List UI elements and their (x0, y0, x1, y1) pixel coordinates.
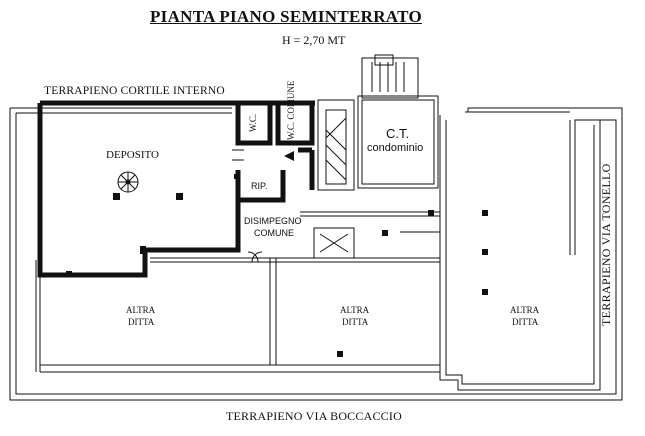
room-ct-line1: C.T. (386, 126, 410, 141)
height-note: H = 2,70 MT (282, 33, 346, 47)
wc-wall (235, 103, 273, 146)
ct-room-wall (357, 95, 439, 189)
room-altra-ditta-3-line1: ALTRA (510, 305, 540, 315)
room-altra-ditta-2-line1: ALTRA (340, 305, 370, 315)
rip-wall (235, 170, 286, 203)
room-altra-ditta-1-line1: ALTRA (126, 305, 156, 315)
room-altra-ditta-2-line2: DITTA (342, 317, 369, 327)
deposito-wall (37, 128, 241, 278)
boundary-east: TERRAPIENO VIA TONELLO (599, 163, 613, 327)
wc-comune-wall (275, 103, 315, 146)
altra-ditta-3-wall (439, 115, 601, 391)
outer-boundary (9, 107, 623, 401)
boundary-south: TERRAPIENO VIA BOCCACCIO (226, 409, 402, 423)
room-wc: W.C. (248, 113, 258, 133)
outer-boundary-inner (15, 113, 617, 395)
room-ct-line2: condominio (367, 142, 424, 154)
upper-stair (361, 57, 419, 99)
arrow-icon (284, 151, 294, 161)
room-wc-comune: W.C. COMUNE (286, 80, 296, 140)
plan-title: PIANTA PIANO SEMINTERRATO (150, 7, 422, 26)
room-altra-ditta-3-line2: DITTA (512, 317, 539, 327)
lift-shaft (313, 227, 355, 259)
room-disimpegno-line1: DISIMPEGNO (244, 216, 302, 226)
room-deposito: DEPOSITO (106, 149, 159, 161)
boundary-north: TERRAPIENO CORTILE INTERNO (44, 85, 225, 97)
stair-enclosure (317, 99, 355, 191)
room-altra-ditta-1-line2: DITTA (128, 317, 155, 327)
room-disimpegno-line2: COMUNE (254, 228, 294, 238)
columns (66, 174, 488, 357)
room-rip: RIP. (251, 181, 268, 191)
